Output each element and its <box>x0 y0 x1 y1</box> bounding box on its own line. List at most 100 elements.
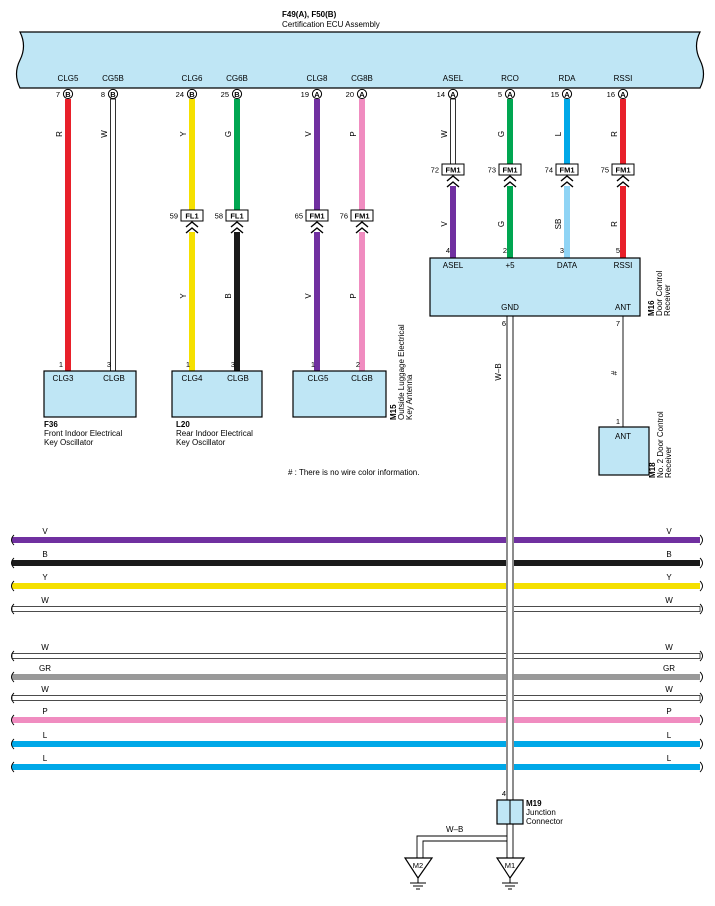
harness-wire-1 <box>12 560 700 566</box>
wire-top-6 <box>450 98 456 167</box>
harness-label-right-5: GR <box>663 664 675 673</box>
connector-pin-2: 65 <box>295 212 303 221</box>
connector-chevron-b-3 <box>355 227 369 234</box>
wire-top-1 <box>110 98 116 372</box>
connector-box-2 <box>305 209 329 222</box>
l20-pin3: 3 <box>231 360 235 369</box>
connector-name-4: FM1 <box>446 166 461 175</box>
connector-name-7: FM1 <box>616 166 631 175</box>
gnd-crossing-bg <box>506 525 514 780</box>
m15-box <box>292 370 387 418</box>
ground-m2-triangle <box>403 857 434 880</box>
m15-code: M15 <box>389 404 398 420</box>
m15-name-line2: Key Antenna <box>405 374 414 420</box>
ecu-conn-letter-9: A <box>620 90 626 99</box>
connector-pin-6: 74 <box>545 166 553 175</box>
harness-label-left-6: W <box>41 685 49 694</box>
harness-label-left-5: GR <box>39 664 51 673</box>
connector-chevron-a-4 <box>446 175 460 182</box>
ecu-conn-circle-5 <box>356 88 368 100</box>
ecu-pin-19: 19 <box>301 90 309 99</box>
wire-top-label-5: P <box>349 131 358 136</box>
wire-lower-label-0: Y <box>179 293 188 299</box>
l20-name-line2: Key Oscillator <box>176 438 226 447</box>
wire-lower-label-6: SB <box>554 219 563 230</box>
harness-label-left-2: Y <box>42 573 48 582</box>
connector-chevron-b-4 <box>446 181 460 188</box>
ecu-pin-25: 25 <box>221 90 229 99</box>
harness-wire-7 <box>12 717 700 723</box>
wire-lower-label-5: G <box>497 221 506 227</box>
ground-m1: M1 <box>495 857 526 890</box>
connector-name-3: FM1 <box>355 212 370 221</box>
m19-pin: 4 <box>502 789 506 798</box>
ecu-conn-letter-3: B <box>234 90 240 99</box>
connector-chevron-a-7 <box>616 175 630 182</box>
ecu-pin-7: 7 <box>56 90 60 99</box>
l20-pin3-name: CLGB <box>227 374 249 383</box>
m16-gnd: GND <box>501 303 519 312</box>
wire-lower-label-3: P <box>349 293 358 298</box>
harness-wire-2 <box>12 583 700 589</box>
connector-pin-7: 75 <box>601 166 609 175</box>
m15-pin2-name: CLGB <box>351 374 373 383</box>
f36-pin1: 1 <box>59 360 63 369</box>
connector-pin-1: 58 <box>215 212 223 221</box>
m16-plus5: +5 <box>505 261 515 270</box>
m16-name-line1: Door Control <box>655 270 664 316</box>
f36-pin3: 3 <box>107 360 111 369</box>
connector-box-5 <box>498 163 522 176</box>
harness-wire-8 <box>12 741 700 747</box>
harness-break-right-4 <box>699 650 703 662</box>
ground-wires <box>416 824 514 858</box>
wire-top-label-7: G <box>497 131 506 137</box>
connector-chevron-a-3 <box>355 221 369 228</box>
harness-break-right-1 <box>699 557 703 569</box>
f36-pin1-name: CLG3 <box>53 374 74 383</box>
ecu-pin-16: 16 <box>607 90 615 99</box>
m18-name-line2: Receiver <box>664 446 673 478</box>
harness-label-right-9: L <box>667 754 672 763</box>
wire-top-label-2: Y <box>179 131 188 137</box>
m16-code: M16 <box>647 300 656 316</box>
l20-box <box>171 370 263 418</box>
connector-box-0 <box>180 209 204 222</box>
m15-component: CLG5 CLGB 1 2 M15 Outside Luggage Electr… <box>292 324 414 420</box>
m15-pin1-name: CLG5 <box>308 374 329 383</box>
ecu-conn-letter-0: B <box>65 90 71 99</box>
wire-top-label-0: R <box>55 131 64 137</box>
connector-chevron-b-2 <box>310 227 324 234</box>
harness-break-right-5 <box>699 671 703 683</box>
harness-wire-5 <box>12 674 700 680</box>
m16-rssi: RSSI <box>614 261 633 270</box>
harness-break-right-0 <box>699 534 703 546</box>
ecu-pin-14: 14 <box>437 90 445 99</box>
ecu-terminal-rco: RCO <box>501 74 519 83</box>
connector-box-3 <box>350 209 374 222</box>
m16-box <box>429 257 641 317</box>
wire-top-label-3: G <box>224 131 233 137</box>
ecu-conn-circle-9 <box>617 88 629 100</box>
m16-name-line2: Receiver <box>663 284 672 316</box>
connector-chevron-b-1 <box>230 227 244 234</box>
wire-lower-label-1: B <box>224 293 233 298</box>
ecu-conn-circle-4 <box>311 88 323 100</box>
connector-pin-4: 72 <box>431 166 439 175</box>
harness-label-right-2: Y <box>666 573 672 582</box>
ecu-conn-letter-8: A <box>564 90 570 99</box>
m16-asel: ASEL <box>443 261 464 270</box>
connector-pin-3: 76 <box>340 212 348 221</box>
ant-wire-label: # <box>610 370 619 375</box>
harness-break-right-3 <box>699 603 703 615</box>
f36-component: CLG3 CLGB 1 3 F36 Front Indoor Electrica… <box>43 360 137 447</box>
connector-chevron-a-0 <box>185 221 199 228</box>
ecu-conn-letter-7: A <box>507 90 513 99</box>
m19-name-line1: Junction <box>526 808 556 817</box>
connector-box-1 <box>225 209 249 222</box>
m16-data: DATA <box>557 261 578 270</box>
ecu-terminal-clg6: CLG6 <box>182 74 203 83</box>
f36-pin3-name: CLGB <box>103 374 125 383</box>
l20-pin1-name: CLG4 <box>182 374 203 383</box>
l20-pin1: 1 <box>186 360 190 369</box>
